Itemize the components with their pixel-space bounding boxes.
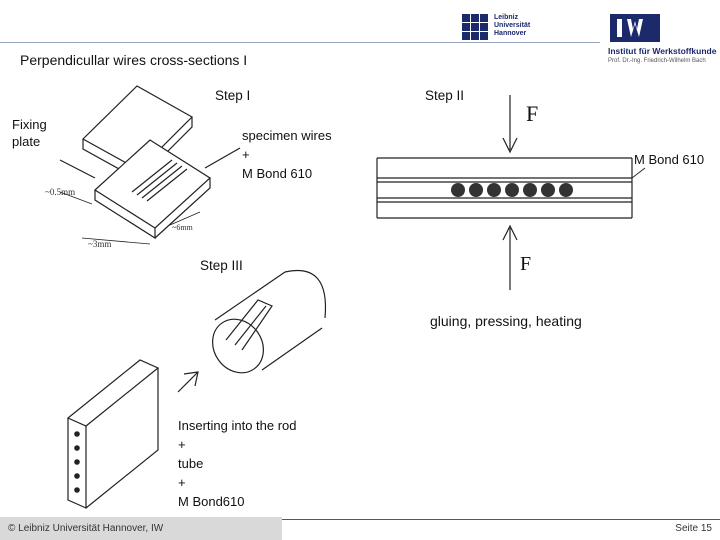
step-2-label: Step II [425, 88, 465, 103]
inserting-label: Inserting into the rod + tube + M Bond61… [178, 418, 297, 509]
slide-title: Perpendicullar wires cross-sections I [20, 52, 248, 68]
step-3-label: Step III [200, 258, 243, 273]
mbond-pointer [631, 167, 646, 179]
inserted-plate [66, 359, 160, 509]
university-logo-text: Leibniz Universität Hannover [494, 14, 531, 37]
step-1-label: Step I [215, 88, 251, 103]
luh-logo-icon [462, 14, 488, 40]
iw-logo-icon [610, 14, 660, 47]
press-assembly [376, 95, 646, 290]
footer-bar [0, 517, 282, 540]
force-top-label: F [526, 101, 539, 126]
insert-arrow [177, 371, 199, 393]
institute-subtitle: Prof. Dr.-Ing. Friedrich-Wilhelm Bach [608, 58, 706, 64]
header-rule [0, 42, 600, 43]
mbond-label: M Bond 610 [634, 152, 705, 167]
footer-rule [282, 519, 720, 520]
svg-text:~6mm: ~6mm [172, 223, 194, 232]
specimen-pointer [204, 147, 241, 169]
svg-text:~3mm: ~3mm [88, 239, 111, 249]
fixing-plate-top [82, 85, 193, 182]
institute-name: Institut für Werkstoffkunde [608, 46, 717, 56]
fixing-plate-bottom [94, 139, 211, 240]
cross-section-wires [451, 183, 573, 197]
footer-copyright: © Leibniz Universität Hannover, IW [8, 523, 164, 534]
specimen-label: specimen wires + M Bond 610 [242, 128, 332, 181]
force-bottom-label: F [520, 253, 532, 275]
page-number: Seite 15 [675, 523, 712, 534]
inserted-plate-wires [74, 431, 80, 493]
gluing-label: gluing, pressing, heating [430, 313, 582, 329]
fixing-plate-pointer [59, 159, 96, 179]
svg-text:~0.5mm: ~0.5mm [45, 187, 75, 197]
rod-drawing [212, 270, 327, 374]
fixing-plate-label: Fixing plate [12, 117, 47, 149]
university-logo: Leibniz Universität Hannover [462, 14, 530, 40]
